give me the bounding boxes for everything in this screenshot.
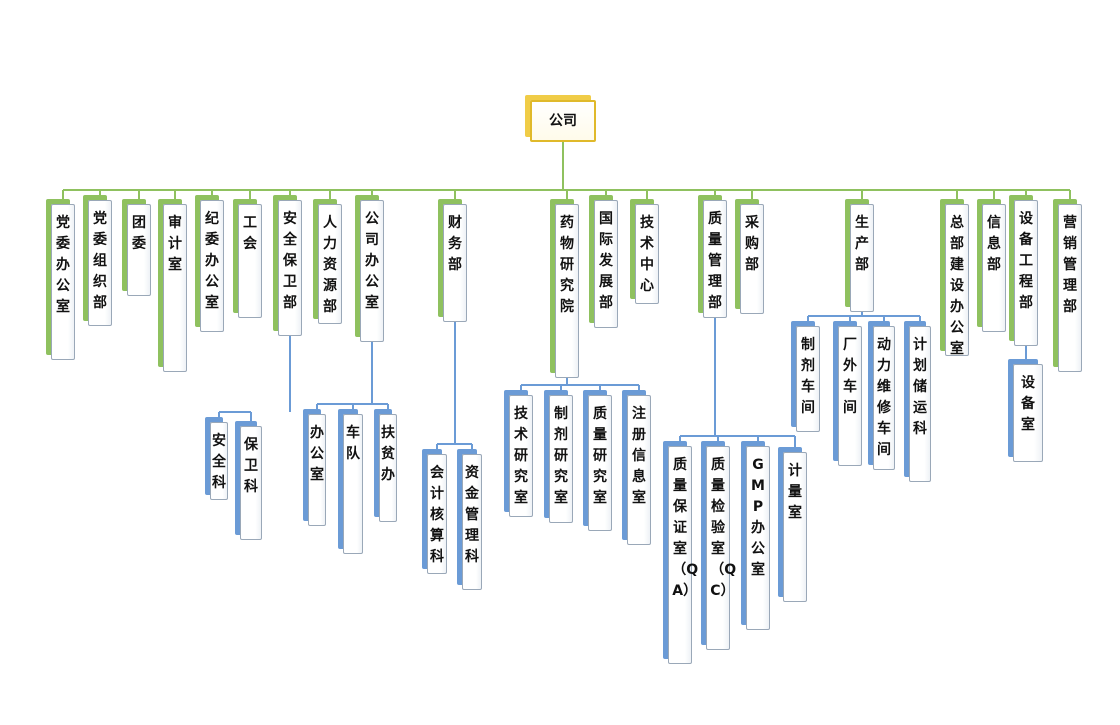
org-node-department: 工会 xyxy=(238,204,262,318)
node-label: 药物研究院 xyxy=(559,215,574,315)
org-node-section: 资金管理科 xyxy=(462,454,482,590)
org-node-department: 生产部 xyxy=(850,204,874,312)
node-label: 计划储运科 xyxy=(912,337,927,437)
node-label: 质量保证室（QA） xyxy=(672,457,699,599)
node-label: 人力资源部 xyxy=(322,215,337,315)
org-node-department: 国际发展部 xyxy=(594,200,618,328)
node-label: 会计核算科 xyxy=(429,465,444,565)
org-node-section: 设备室 xyxy=(1013,364,1043,462)
org-node-department: 人力资源部 xyxy=(318,204,342,324)
node-label: 营销管理部 xyxy=(1062,215,1077,315)
node-label: 资金管理科 xyxy=(464,465,479,565)
org-node-section: 计划储运科 xyxy=(909,326,931,482)
node-label: 计量室 xyxy=(787,463,802,521)
node-label: 总部建设办公室 xyxy=(949,215,964,357)
node-label: 党委组织部 xyxy=(92,211,107,311)
org-node-department: 公司办公室 xyxy=(360,200,384,342)
org-node-section: 技术研究室 xyxy=(509,395,533,517)
node-label: 质量研究室 xyxy=(592,406,607,506)
node-label: 制剂车间 xyxy=(800,337,815,416)
org-node-section: 会计核算科 xyxy=(427,454,447,574)
node-label: 信息部 xyxy=(986,215,1001,273)
node-label: 生产部 xyxy=(854,215,869,273)
node-label: 质量检验室（QC） xyxy=(710,457,737,599)
org-node-section: 计量室 xyxy=(783,452,807,602)
org-node-department: 信息部 xyxy=(982,204,1006,332)
node-label: 团委 xyxy=(131,215,146,252)
node-label: 纪委办公室 xyxy=(204,211,219,311)
node-label: 设备室 xyxy=(1020,375,1035,433)
node-label: 财务部 xyxy=(447,215,462,273)
org-node-section: 质量保证室（QA） xyxy=(668,446,699,664)
node-label: 工会 xyxy=(242,215,257,252)
org-node-department: 财务部 xyxy=(443,204,467,322)
org-node-department: 设备工程部 xyxy=(1014,200,1038,346)
node-label: 技术中心 xyxy=(639,215,654,294)
org-node-department: 党委组织部 xyxy=(88,200,112,326)
org-node-department: 质量管理部 xyxy=(703,200,727,318)
node-label: 审计室 xyxy=(167,215,182,273)
org-node-department: 药物研究院 xyxy=(555,204,579,378)
org-node-section: 安全科 xyxy=(210,422,228,500)
org-node-section: 质量研究室 xyxy=(588,395,612,531)
org-node-department: 团委 xyxy=(127,204,151,296)
node-label: 安全保卫部 xyxy=(282,211,297,311)
org-node-section: 制剂车间 xyxy=(796,326,820,432)
node-label: 办公室 xyxy=(309,425,324,483)
node-label: 党委办公室 xyxy=(55,215,70,315)
org-node-department: 安全保卫部 xyxy=(278,200,302,336)
org-node-section: 办公室 xyxy=(308,414,326,526)
org-node-section: 保卫科 xyxy=(240,426,262,540)
node-label: 注册信息室 xyxy=(631,406,646,506)
node-label: 厂外车间 xyxy=(842,337,857,416)
node-label: 国际发展部 xyxy=(598,211,613,311)
org-node-section: 扶贫办 xyxy=(379,414,397,522)
org-node-section: 质量检验室（QC） xyxy=(706,446,737,650)
node-label: 质量管理部 xyxy=(707,211,722,311)
org-node-section: 厂外车间 xyxy=(838,326,862,466)
org-node-root: 公司 xyxy=(530,100,596,142)
node-label: 安全科 xyxy=(211,433,226,491)
node-label: 保卫科 xyxy=(243,437,258,495)
node-label: 技术研究室 xyxy=(513,406,528,506)
org-node-department: 采购部 xyxy=(740,204,764,314)
node-label: 设备工程部 xyxy=(1018,211,1033,311)
node-label: 扶贫办 xyxy=(380,425,395,483)
org-node-section: 车队 xyxy=(343,414,363,554)
node-label: 制剂研究室 xyxy=(553,406,568,506)
org-node-department: 纪委办公室 xyxy=(200,200,224,332)
org-node-section: 制剂研究室 xyxy=(549,395,573,523)
node-label: GMP办公室 xyxy=(750,457,765,578)
node-label: 动力维修车间 xyxy=(876,337,891,458)
node-label: 公司 xyxy=(549,113,577,129)
org-node-department: 总部建设办公室 xyxy=(945,204,969,357)
node-label: 采购部 xyxy=(744,215,759,273)
org-node-section: GMP办公室 xyxy=(746,446,770,630)
org-node-department: 技术中心 xyxy=(635,204,659,304)
org-node-department: 党委办公室 xyxy=(51,204,75,360)
node-label: 车队 xyxy=(345,425,360,462)
org-node-department: 审计室 xyxy=(163,204,187,372)
org-node-section: 注册信息室 xyxy=(627,395,651,545)
org-node-section: 动力维修车间 xyxy=(873,326,895,470)
org-node-department: 营销管理部 xyxy=(1058,204,1082,372)
node-label: 公司办公室 xyxy=(364,211,379,311)
